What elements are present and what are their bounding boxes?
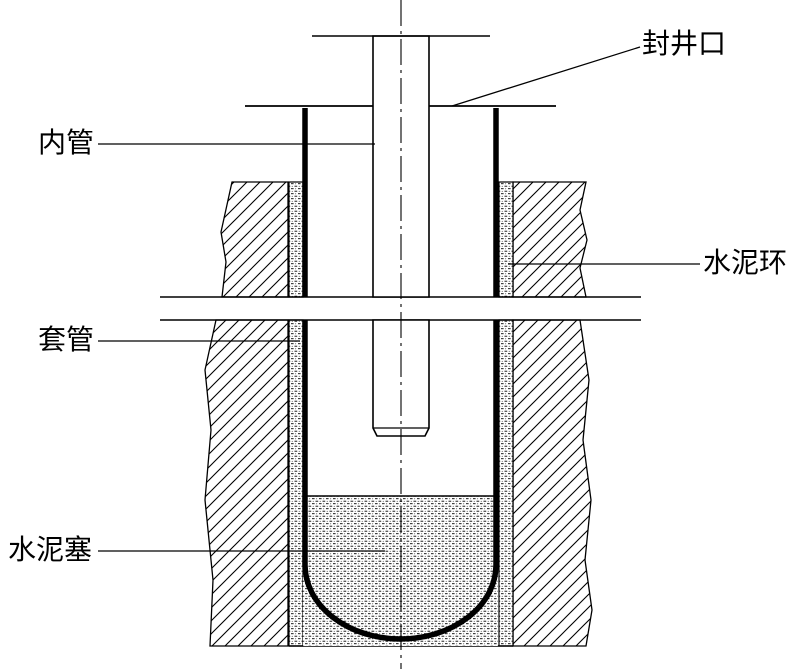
formation-right-lower (512, 319, 593, 647)
label-casing: 套管 (38, 323, 95, 356)
cement-ring-left-lower (288, 319, 304, 647)
cement-ring-right-lower (498, 319, 514, 647)
leader-wellhead-seal (451, 46, 641, 107)
cement-ring-left-upper (288, 181, 304, 298)
formation-left-lower (204, 319, 289, 647)
label-cement-ring: 水泥环 (703, 246, 788, 279)
formation-left-upper (220, 181, 289, 298)
formation-right-upper (512, 181, 588, 298)
label-wellhead-seal: 封井口 (642, 27, 727, 60)
cement-ring-right-upper (498, 181, 514, 298)
leader-lines (98, 46, 700, 552)
label-inner-pipe: 内管 (38, 126, 95, 159)
label-cement-plug: 水泥塞 (8, 533, 93, 566)
